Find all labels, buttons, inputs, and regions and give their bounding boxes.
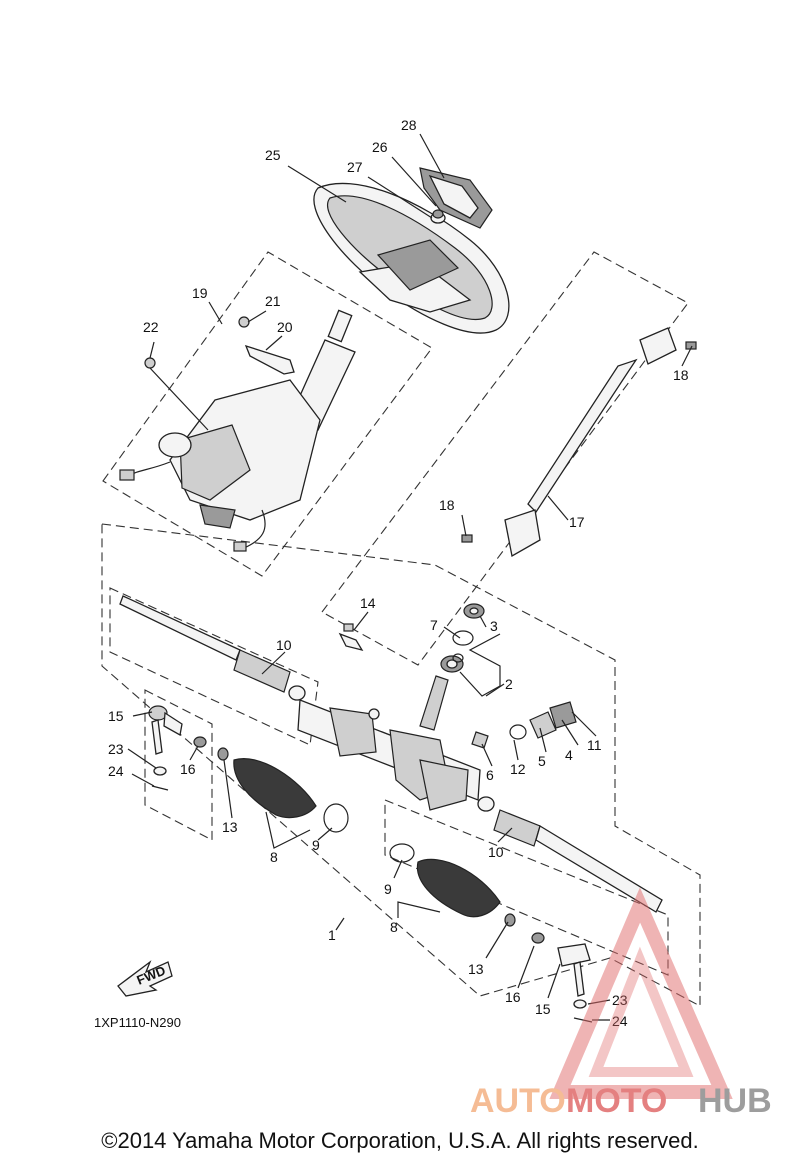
watermark-triangle-outer: [549, 887, 733, 1099]
callout-18-bottom: 18: [439, 497, 455, 513]
group-outlines: [101, 251, 701, 1007]
watermark-brand-auto: AUTO: [470, 1082, 566, 1120]
column-bracket: [144, 316, 295, 375]
callout-8-left: 8: [270, 849, 278, 865]
callout-18-top: 18: [673, 367, 689, 383]
tie-rod-ends: [148, 623, 593, 1023]
callout-16-right: 16: [505, 989, 521, 1005]
callout-20: 20: [277, 319, 293, 335]
callout-7: 7: [430, 617, 438, 633]
callout-17: 17: [569, 514, 585, 530]
callout-12: 12: [510, 761, 526, 777]
watermark-brand-moto: MOTO: [566, 1082, 667, 1120]
callout-24-left: 24: [108, 763, 124, 779]
callout-11: 11: [587, 737, 602, 753]
callout-14: 14: [360, 595, 376, 611]
watermark-triangle-inner: [588, 946, 694, 1077]
watermark-logo: AUTO MOTO HUB: [470, 887, 772, 1120]
steering-wheel: [313, 182, 510, 334]
copyright-notice: ©2014 Yamaha Motor Corporation, U.S.A. A…: [101, 1128, 699, 1153]
pinion-components: [419, 603, 577, 749]
callout-4: 4: [565, 747, 573, 763]
callout-25: 25: [265, 147, 281, 163]
callout-28: 28: [401, 117, 417, 133]
callout-23-right: 23: [612, 992, 628, 1008]
callout-22: 22: [143, 319, 159, 335]
callout-27: 27: [347, 159, 363, 175]
callout-15-left: 15: [108, 708, 124, 724]
callout-15-right: 15: [535, 1001, 551, 1017]
callout-13-right: 13: [468, 961, 484, 977]
rack-housing: [297, 632, 481, 811]
steering-column: [119, 309, 356, 552]
callout-21: 21: [265, 293, 281, 309]
callout-numbers: 28 26 27 25 19 21 20 22 18 18 17 14 7 3 …: [108, 117, 689, 1029]
callout-24-right: 24: [612, 1013, 628, 1029]
boots-and-clamps: [217, 747, 516, 927]
callout-3: 3: [490, 618, 498, 634]
callout-13-left: 13: [222, 819, 238, 835]
callout-26: 26: [372, 139, 388, 155]
callout-8-right: 8: [390, 919, 398, 935]
callout-2: 2: [505, 676, 513, 692]
callout-10-left: 10: [276, 637, 292, 653]
steering-cover: [419, 167, 493, 229]
callout-9-left: 9: [312, 837, 320, 853]
callout-10-right: 10: [488, 844, 504, 860]
callout-16-left: 16: [180, 761, 196, 777]
fwd-arrow-icon: FWD: [117, 960, 173, 997]
callout-19: 19: [192, 285, 208, 301]
figure-code: 1XP1110-N290: [94, 1015, 181, 1030]
tie-rods: [119, 595, 663, 913]
watermark-brand-hub: HUB: [698, 1082, 772, 1120]
steering-shaft: [461, 327, 697, 558]
callout-5: 5: [538, 753, 546, 769]
callout-1: 1: [328, 927, 336, 943]
callout-9-right: 9: [384, 881, 392, 897]
callout-23-left: 23: [108, 741, 124, 757]
callout-6: 6: [486, 767, 494, 783]
